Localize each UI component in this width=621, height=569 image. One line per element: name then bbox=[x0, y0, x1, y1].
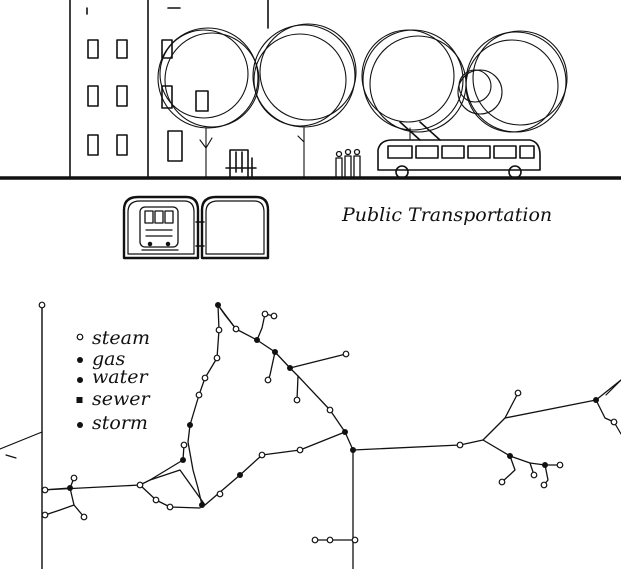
pipe-node-open bbox=[611, 419, 617, 425]
subway-tunnel bbox=[124, 197, 268, 258]
pipe-node-open bbox=[39, 302, 45, 308]
utility-pipe bbox=[505, 380, 621, 418]
pipe-node-filled bbox=[272, 349, 278, 355]
legend-item-storm: storm bbox=[77, 412, 148, 434]
legend-label: steam bbox=[92, 327, 150, 349]
pipe-node-open bbox=[327, 537, 333, 543]
pipe-node-open bbox=[233, 326, 239, 332]
pipe-node-open bbox=[153, 497, 159, 503]
utility-pipe bbox=[290, 354, 346, 368]
pipe-node-open bbox=[343, 351, 349, 357]
pipe-node-open bbox=[352, 537, 358, 543]
legend: steam gas water sewer storm bbox=[77, 327, 152, 434]
pipe-node-open bbox=[531, 472, 537, 478]
pipe-node-open bbox=[42, 512, 48, 518]
pipe-node-open bbox=[216, 327, 222, 333]
pipe-node-open bbox=[557, 462, 563, 468]
utility-pipe bbox=[218, 305, 236, 329]
subway-train bbox=[140, 207, 178, 250]
pipe-node-open bbox=[259, 452, 265, 458]
legend-label: water bbox=[92, 366, 149, 388]
pipe-node-filled bbox=[180, 457, 186, 463]
legend-item-sewer: sewer bbox=[77, 388, 152, 410]
pipe-node-filled bbox=[342, 429, 348, 435]
pipe-node-filled bbox=[542, 462, 548, 468]
utility-pipe bbox=[188, 305, 219, 505]
pipe-node-open bbox=[214, 355, 220, 361]
utility-pipe bbox=[218, 305, 345, 432]
pipe-node-open bbox=[71, 475, 77, 481]
utility-pipe bbox=[268, 352, 275, 380]
utility-pipe bbox=[42, 432, 345, 505]
utility-pipe bbox=[483, 440, 515, 482]
trolley-bus bbox=[378, 122, 540, 178]
utility-pipe bbox=[297, 376, 298, 400]
pipe-node-filled bbox=[187, 422, 193, 428]
utility-pipe bbox=[510, 456, 560, 465]
utility-pipe bbox=[345, 393, 518, 450]
pipe-node-filled bbox=[254, 337, 260, 343]
pipe-node-open bbox=[202, 375, 208, 381]
pipe-node-filled bbox=[215, 302, 221, 308]
pipe-node-open bbox=[137, 482, 143, 488]
pipe-node-open bbox=[457, 442, 463, 448]
street-trees bbox=[158, 24, 567, 177]
diagram-title: Public Transportation bbox=[341, 204, 552, 226]
pipe-node-filled bbox=[507, 453, 513, 459]
legend-label: sewer bbox=[92, 388, 152, 410]
apartment-building bbox=[70, 0, 268, 177]
street-scene bbox=[0, 0, 621, 178]
pipe-node-open bbox=[42, 487, 48, 493]
pipe-node-open bbox=[181, 442, 187, 448]
pipe-node-open bbox=[81, 514, 87, 520]
utility-pipe bbox=[45, 505, 74, 515]
pipe-node-filled bbox=[287, 365, 293, 371]
pipe-node-filled bbox=[67, 485, 73, 491]
pipe-node-open bbox=[541, 482, 547, 488]
legend-item-water: water bbox=[77, 366, 149, 388]
pipe-node-filled bbox=[199, 502, 205, 508]
pipe-node-open bbox=[515, 390, 521, 396]
pipe-node-open bbox=[217, 491, 223, 497]
legend-item-steam: steam bbox=[77, 327, 150, 349]
pipe-node-open bbox=[196, 392, 202, 398]
pipe-node-open bbox=[297, 447, 303, 453]
pipe-node-open bbox=[167, 504, 173, 510]
pipe-node-open bbox=[499, 479, 505, 485]
utility-pipe bbox=[596, 400, 614, 422]
pipe-node-filled bbox=[350, 447, 356, 453]
pipe-node-open bbox=[327, 407, 333, 413]
pipe-node-open bbox=[265, 377, 271, 383]
pipe-node-open bbox=[294, 397, 300, 403]
legend-label: storm bbox=[92, 412, 148, 434]
pedestrians bbox=[336, 150, 360, 178]
pipe-node-open bbox=[262, 311, 268, 317]
pipe-node-filled bbox=[237, 472, 243, 478]
pipe-node-open bbox=[271, 313, 277, 319]
pipe-node-filled bbox=[593, 397, 599, 403]
utility-pipe bbox=[42, 488, 84, 517]
pipe-node-open bbox=[312, 537, 318, 543]
